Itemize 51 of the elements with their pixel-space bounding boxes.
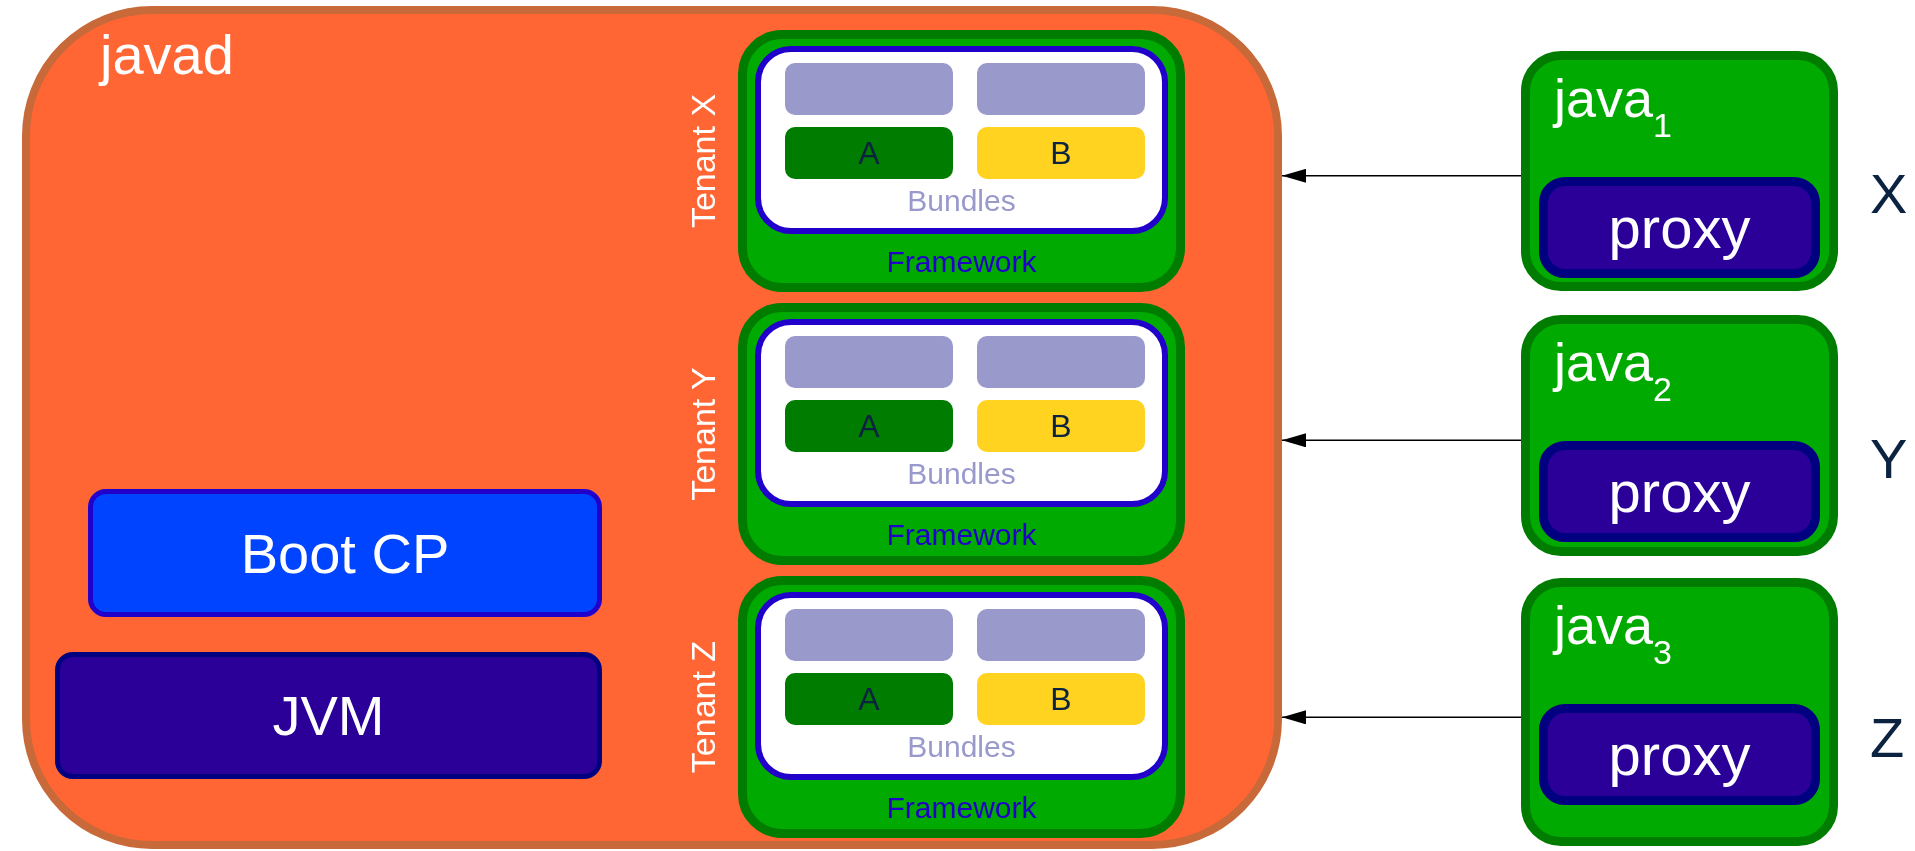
framework-label: Framework (885, 518, 1038, 552)
bundle-box (977, 673, 1145, 725)
bundle-box (785, 127, 953, 179)
box-label: proxy (1608, 721, 1751, 788)
bundle-panel (755, 46, 1168, 234)
box-label: proxy (1608, 458, 1751, 525)
box-label: B (1050, 407, 1072, 445)
box-label: JVM (272, 683, 385, 748)
instance-label: Y (1870, 425, 1908, 491)
bundle-box (977, 400, 1145, 452)
tenant-label: Tenant X (683, 92, 723, 231)
bundles-label: Bundles (906, 184, 1017, 218)
box-label: Boot CP (240, 520, 450, 586)
bundles-label: Bundles (906, 730, 1017, 764)
process-label: java$_{2}$ (1554, 331, 1672, 411)
bundle-box (785, 400, 953, 452)
arrow (1281, 168, 1522, 183)
proxy-box (1539, 704, 1820, 805)
process-label: java$_{3}$ (1554, 594, 1672, 674)
container-title: javad (100, 22, 234, 87)
box-label: A (858, 134, 880, 172)
process-container (22, 6, 1282, 849)
bundle-slot (785, 336, 953, 388)
proxy-box (1539, 177, 1820, 278)
bundle-slot (785, 63, 953, 115)
bundle-slot (785, 609, 953, 661)
arrow (1281, 433, 1522, 448)
box-label: B (1050, 680, 1072, 718)
proxy-box (1539, 441, 1820, 542)
box-label: proxy (1608, 194, 1751, 261)
bundle-slot (977, 63, 1145, 115)
tenant-label: Tenant Z (683, 639, 723, 776)
box-label: A (858, 680, 880, 718)
bundle-box (785, 673, 953, 725)
bundle-panel (755, 592, 1168, 780)
process-label: java$_{1}$ (1554, 67, 1672, 147)
classpath-box (88, 489, 602, 617)
framework-label: Framework (885, 791, 1038, 825)
bundle-panel (755, 319, 1168, 507)
tenant-label: Tenant Y (683, 366, 723, 503)
vm-box (55, 652, 602, 779)
framework-label: Framework (885, 245, 1038, 279)
arrow (1281, 710, 1522, 725)
instance-label: X (1870, 160, 1908, 226)
box-label: A (858, 407, 880, 445)
bundle-slot (977, 336, 1145, 388)
box-label: B (1050, 134, 1072, 172)
bundle-box (977, 127, 1145, 179)
bundle-slot (977, 609, 1145, 661)
bundles-label: Bundles (906, 457, 1017, 491)
instance-label: Z (1870, 704, 1905, 770)
